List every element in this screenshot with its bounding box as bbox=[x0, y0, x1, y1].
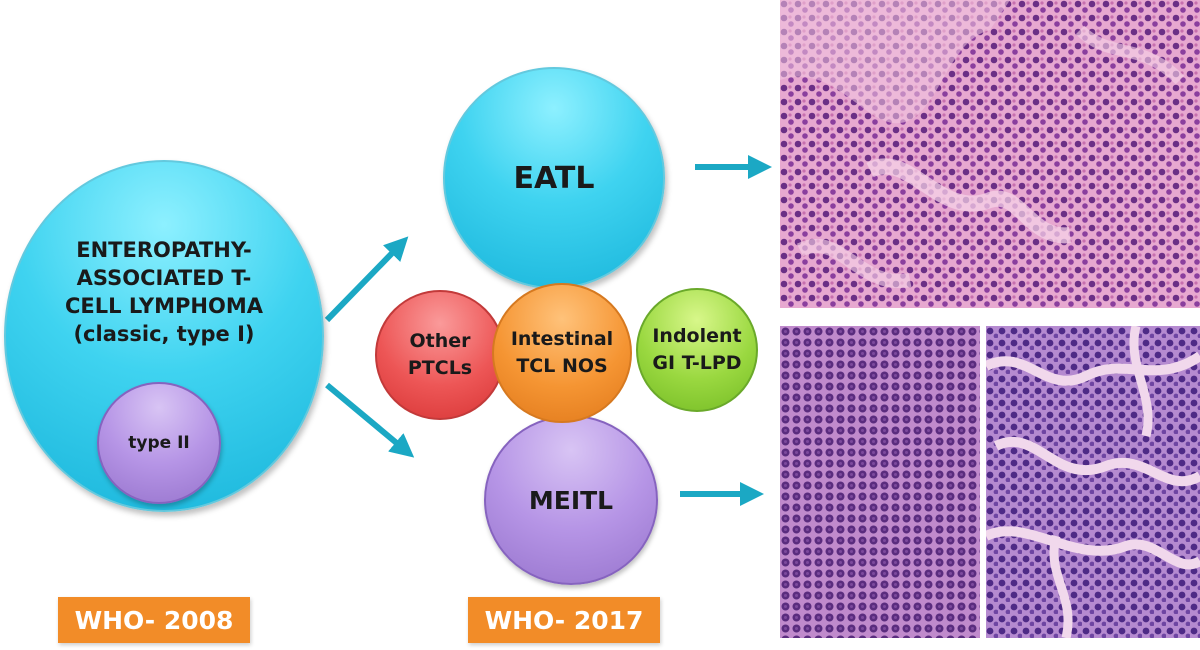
who-2017-label: WHO- 2017 bbox=[468, 597, 660, 643]
indolent-line-2: GI T-LPD bbox=[652, 352, 742, 374]
arrow-to-meitl bbox=[325, 382, 415, 458]
eatl-label: EATL bbox=[513, 160, 595, 196]
entero-line-4: (classic, type I) bbox=[73, 322, 255, 346]
other-ptcls-line-1: Other bbox=[409, 330, 471, 352]
meitl-histology-image-left bbox=[780, 326, 980, 638]
meitl-label: MEITL bbox=[528, 485, 614, 515]
who-2017-text: WHO- 2017 bbox=[484, 605, 644, 635]
other-ptcls-line-2: PTCLs bbox=[407, 357, 473, 379]
type-ii-circle: type II bbox=[97, 382, 221, 504]
enteropathy-associated-t-cell-lymphoma-circle: ENTEROPATHY- ASSOCIATED T- CELL LYMPHOMA… bbox=[4, 160, 324, 512]
indolent-line-1: Indolent bbox=[652, 325, 742, 347]
indolent-gi-t-lpd-circle: Indolent GI T-LPD bbox=[636, 288, 758, 412]
type-ii-label: type II bbox=[128, 433, 190, 453]
who-2008-text: WHO- 2008 bbox=[74, 605, 234, 635]
entero-line-1: ENTEROPATHY- bbox=[76, 238, 252, 262]
who-2008-label: WHO- 2008 bbox=[58, 597, 250, 643]
entero-line-2: ASSOCIATED T- bbox=[76, 266, 252, 290]
intestinal-line-1: Intestinal bbox=[510, 328, 614, 350]
eatl-circle: EATL bbox=[443, 67, 665, 289]
intestinal-line-2: TCL NOS bbox=[516, 355, 608, 377]
eatl-histology-image bbox=[780, 0, 1200, 308]
arrow-to-eatl bbox=[324, 236, 409, 323]
intestinal-tcl-nos-circle: Intestinal TCL NOS bbox=[492, 283, 632, 423]
other-ptcls-circle: Other PTCLs bbox=[375, 290, 505, 420]
meitl-circle: MEITL bbox=[484, 415, 658, 585]
meitl-histology-image-right bbox=[986, 326, 1200, 638]
entero-line-3: CELL LYMPHOMA bbox=[64, 294, 263, 318]
